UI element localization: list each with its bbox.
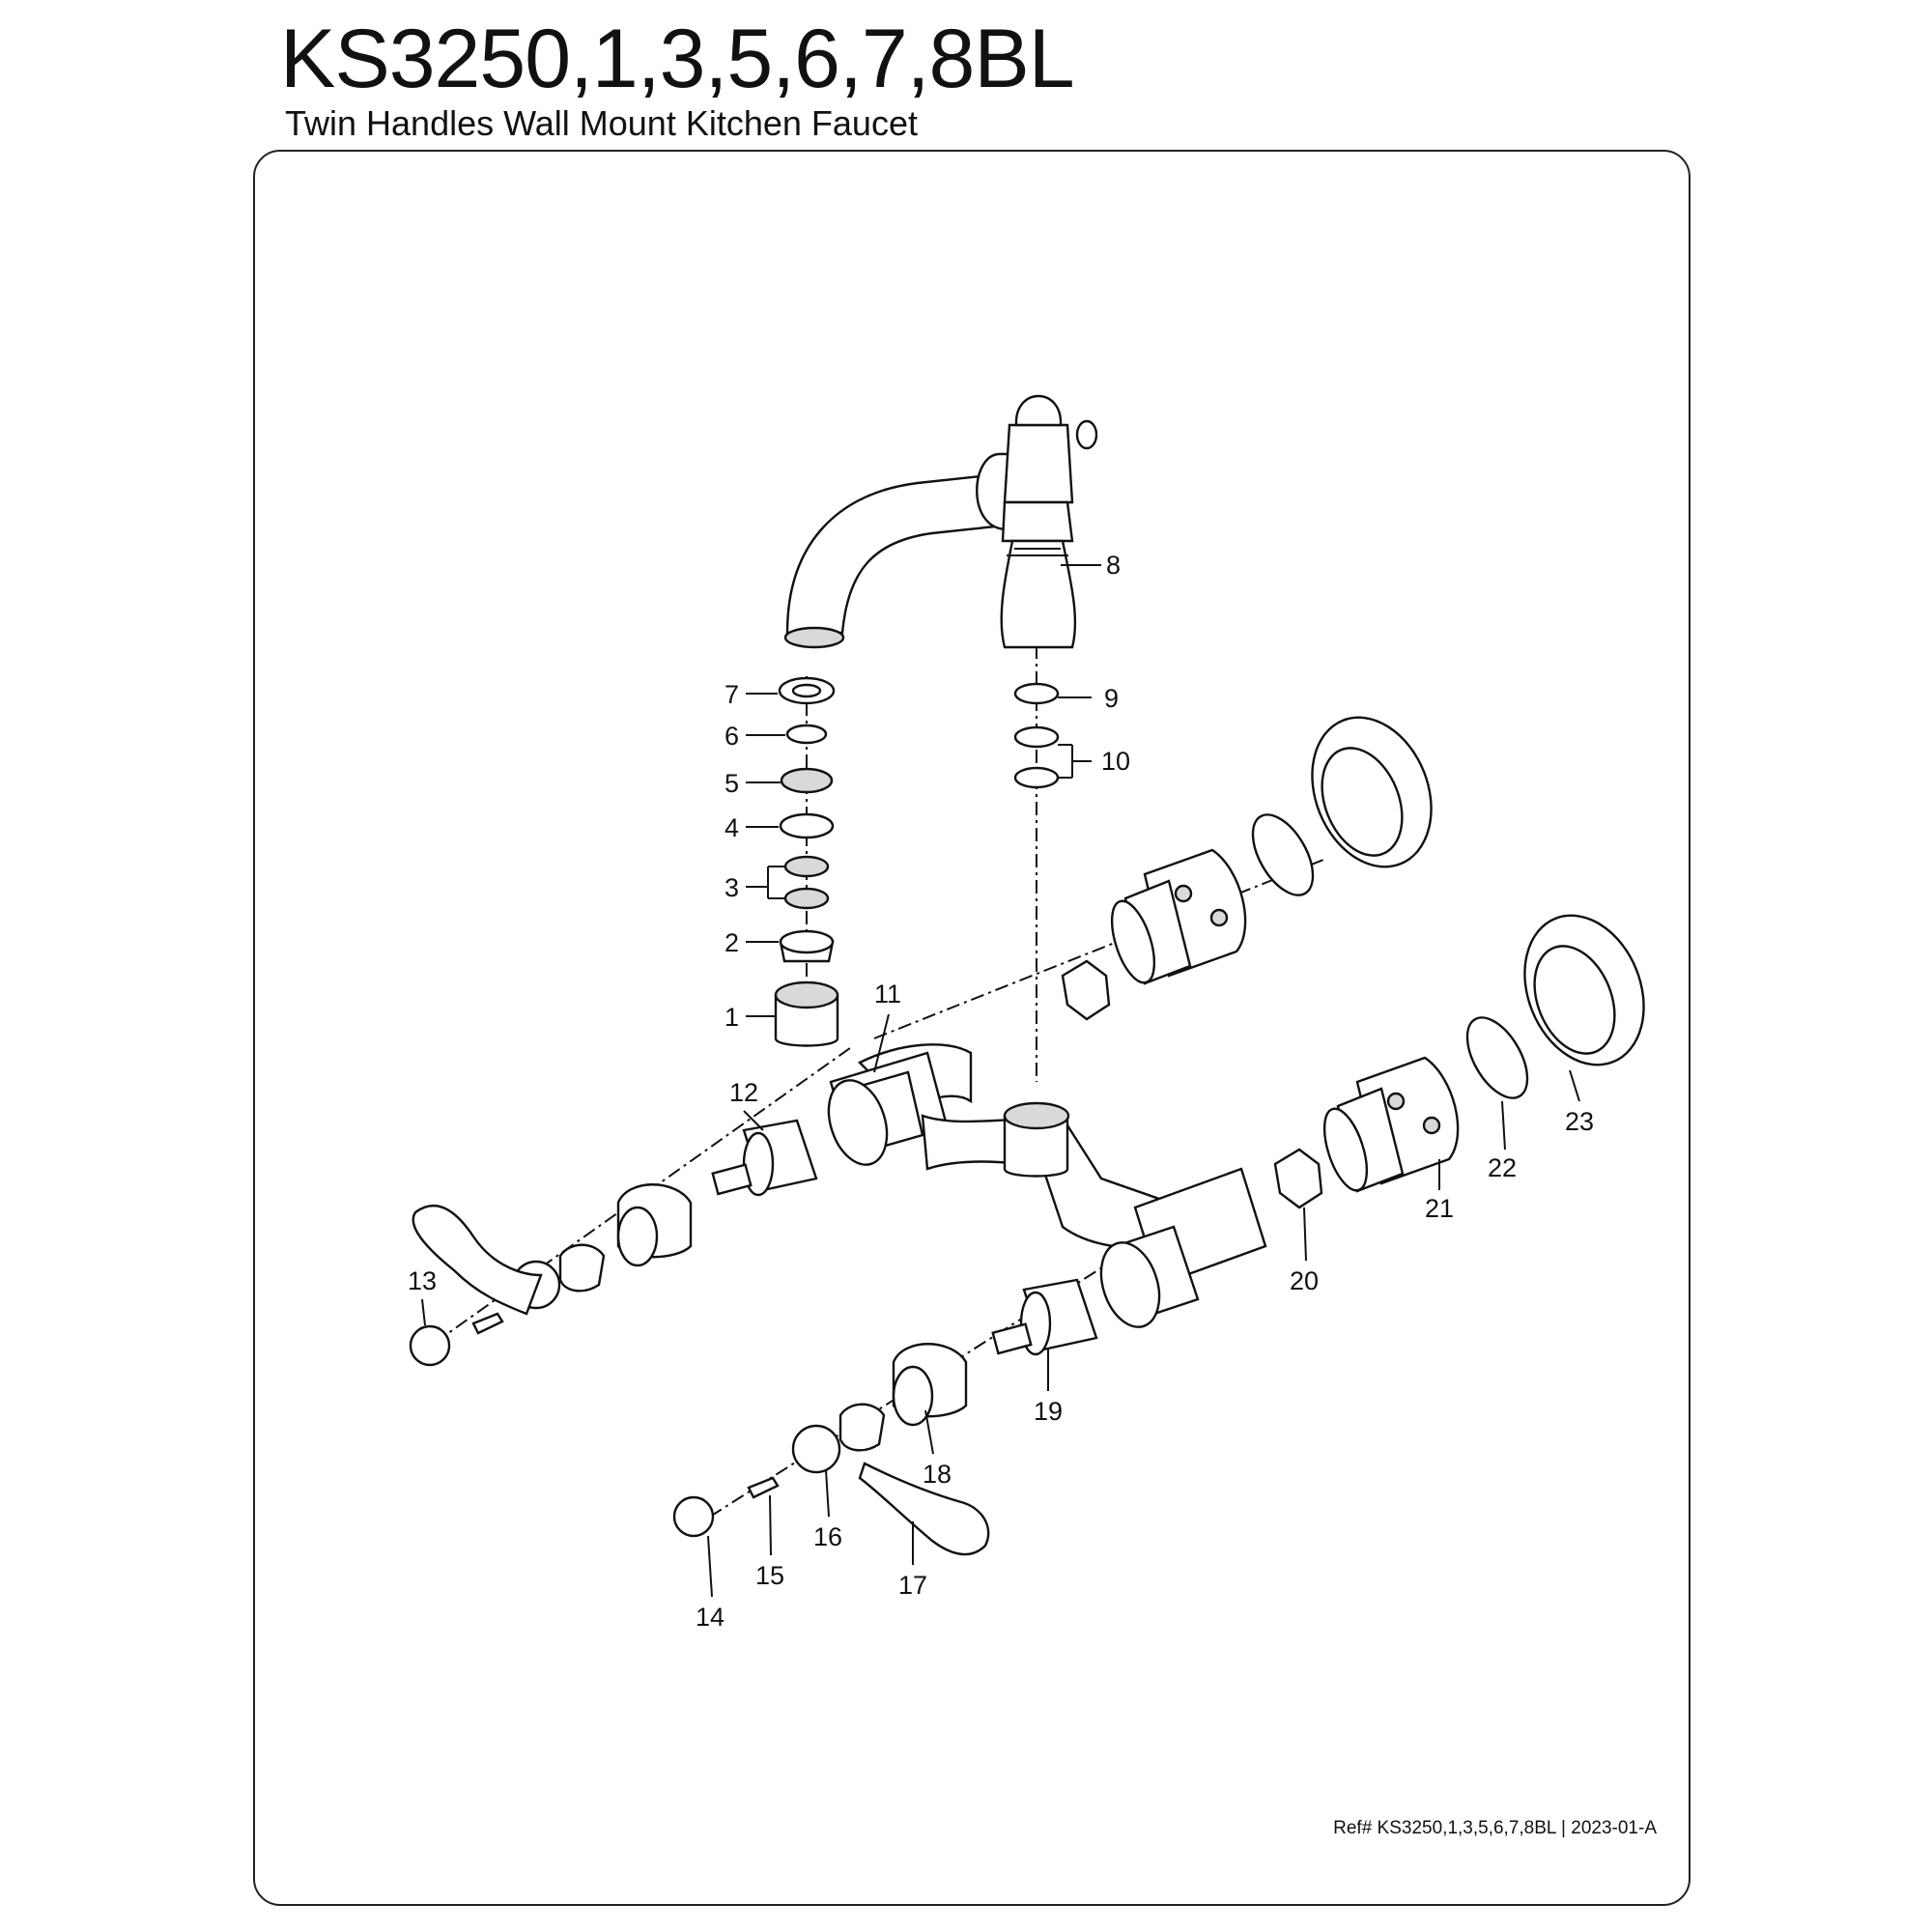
part-11-valve-body — [827, 1043, 1267, 1328]
callout-21: 21 — [1425, 1194, 1454, 1223]
part-15-screw — [747, 1476, 780, 1499]
part-17-lever — [858, 1462, 990, 1556]
callout-18: 18 — [923, 1460, 952, 1489]
centerline-right-inlet — [873, 859, 1324, 1039]
callout-1: 1 — [724, 1003, 739, 1032]
right-handle-assembly — [672, 1278, 1098, 1556]
callout-9: 9 — [1104, 684, 1119, 713]
part-10-o-ring-bottom — [1013, 766, 1060, 789]
lower-inlet-assembly — [1273, 914, 1645, 1209]
callout-10: 10 — [1101, 747, 1130, 776]
part-14-cap — [672, 1495, 715, 1538]
callout-11: 11 — [874, 980, 901, 1009]
leader-lines — [421, 564, 1580, 1598]
part-4-ring — [779, 812, 835, 839]
part-3-mesh-bottom — [783, 887, 830, 910]
part-1-aerator-housing — [774, 993, 839, 1047]
part-6-disc — [785, 724, 828, 745]
page-subtitle: Twin Handles Wall Mount Kitchen Faucet — [285, 103, 918, 143]
callout-15: 15 — [755, 1561, 784, 1590]
spout-assembly — [783, 394, 1098, 649]
callout-7: 7 — [724, 680, 739, 709]
callout-19: 19 — [1034, 1397, 1063, 1426]
part-5-screen — [780, 767, 834, 794]
callout-12: 12 — [729, 1078, 758, 1107]
part-10-o-ring-top — [1013, 725, 1060, 749]
callout-22: 22 — [1488, 1153, 1517, 1182]
callout-13: 13 — [408, 1266, 437, 1295]
callout-8: 8 — [1106, 551, 1121, 580]
callout-23: 23 — [1565, 1107, 1594, 1136]
diagram-frame — [253, 150, 1690, 1906]
callout-3: 3 — [724, 873, 739, 902]
callout-labels: 7 6 5 4 3 2 1 8 9 10 11 12 13 14 15 16 1… — [408, 551, 1594, 1632]
callout-17: 17 — [898, 1571, 927, 1600]
page-title: KS3250,1,3,5,6,7,8BL — [280, 13, 1075, 105]
callout-14: 14 — [696, 1603, 724, 1632]
part-22-o-ring — [1465, 1016, 1529, 1099]
callout-16: 16 — [813, 1522, 842, 1551]
callout-4: 4 — [724, 813, 739, 842]
part-16-hub — [791, 1424, 841, 1474]
upper-inlet-assembly — [1061, 716, 1433, 1021]
callout-20: 20 — [1290, 1266, 1319, 1295]
part-20-nut — [1273, 1148, 1323, 1209]
part-3-mesh-top — [783, 855, 830, 878]
callout-6: 6 — [724, 722, 739, 751]
left-handle-assembly — [409, 1119, 818, 1367]
reference-number: Ref# KS3250,1,3,5,6,7,8BL | 2023-01-A — [1333, 1818, 1657, 1838]
callout-5: 5 — [724, 769, 739, 798]
part-9-o-ring — [1013, 682, 1060, 705]
callout-2: 2 — [724, 928, 739, 957]
